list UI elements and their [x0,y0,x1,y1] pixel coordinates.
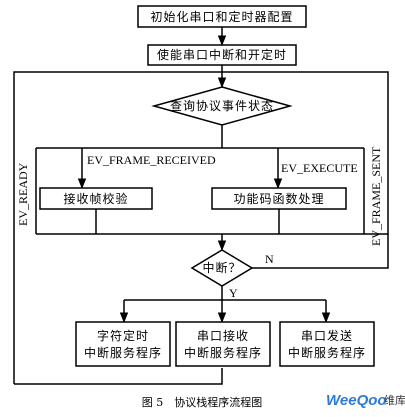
figure-caption: 图 5 协议栈程序流程图 [142,395,263,409]
tx-isr-line2: 中断服务程序 [288,345,366,360]
timer-isr-box [75,321,171,367]
yes-label: Y [229,286,238,300]
rx-isr-box [175,321,271,367]
no-branch-line [252,234,389,269]
tx-isr-box [279,321,375,367]
no-label: N [265,252,274,266]
ev-ready-label: EV_READY [16,162,30,226]
timer-isr-line1: 字符定时 [97,328,149,343]
rx-isr-line1: 串口接收 [197,328,249,343]
receive-check-label: 接收帧校验 [63,191,128,206]
interrupt-label: 中断？ [202,260,241,275]
function-code-label: 功能码函数处理 [233,191,324,206]
ev-frame-received-label: EV_FRAME_RECEIVED [87,153,216,167]
isr-return-line [14,368,223,385]
timer-isr-line2: 中断服务程序 [84,345,162,360]
main-loop-line [13,71,389,384]
ev-frame-sent-label: EV_FRAME_SENT [369,146,383,246]
tx-isr-line1: 串口发送 [301,328,353,343]
watermark-logo: WeeQoo [326,392,387,409]
ev-execute-label: EV_EXECUTE [281,161,358,175]
init-label: 初始化串口和定时器配置 [150,9,293,24]
watermark-suffix: 维库 [384,394,405,407]
query-label: 查询协议事件状态 [170,98,274,113]
rx-isr-line2: 中断服务程序 [184,345,262,360]
watermark-brand: WeeQoo [326,392,387,409]
enable-label: 使能串口中断和开定时 [157,47,287,62]
